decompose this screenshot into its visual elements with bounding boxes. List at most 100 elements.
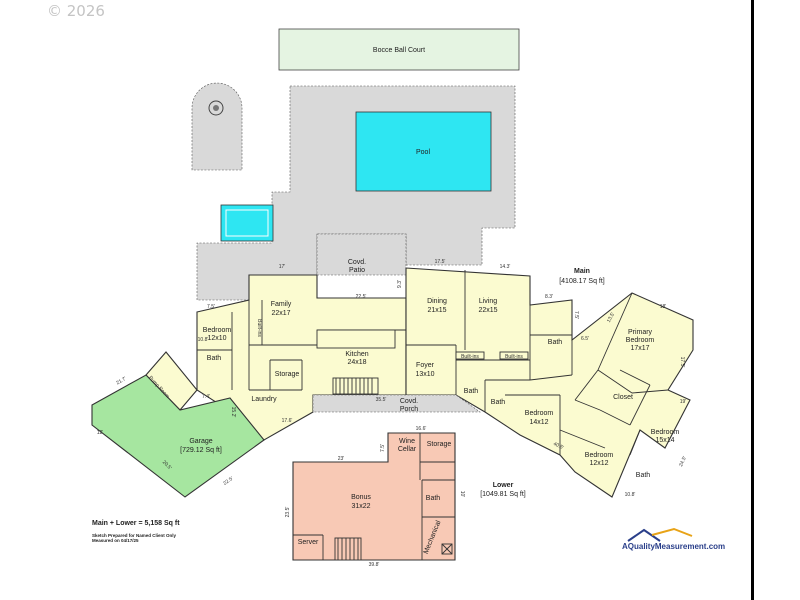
dim-label: 6.5' — [581, 336, 589, 342]
dim-label: 7.4' — [202, 394, 210, 400]
living-name: Living — [479, 298, 497, 305]
main-title: Main — [574, 268, 590, 275]
house-roof-icon — [627, 527, 693, 542]
bedroom-e3-size: 15x14 — [655, 437, 674, 444]
copyright-watermark: © 2026 — [47, 2, 105, 20]
dim-label: 13.5' — [606, 311, 616, 323]
spa — [220, 204, 274, 242]
total-area: Main + Lower = 5,158 Sq ft — [92, 520, 180, 527]
server-label: Server — [298, 539, 319, 546]
dim-label: 40.5' — [552, 441, 564, 451]
dim-label: 23.5' — [285, 507, 291, 518]
dim-label: 12' — [97, 430, 104, 436]
wine-cellar-1: Wine — [399, 438, 415, 445]
main-area: [4108.17 Sq ft] — [559, 278, 605, 285]
bath-lower-label: Bath — [426, 495, 441, 502]
dim-label: 35.5' — [376, 397, 387, 403]
dim-label: 23' — [338, 456, 345, 462]
foyer-size: 13x10 — [415, 371, 434, 378]
bonus-size: 31x22 — [351, 503, 370, 510]
primary-name-2: Bedroom — [626, 337, 655, 344]
dim-label: 9.3' — [397, 280, 403, 288]
foyer-name: Foyer — [416, 362, 435, 369]
bedroom-e3-name: Bedroom — [651, 429, 680, 436]
page-border — [751, 0, 754, 600]
company-logo: AQualityMeasurement.com — [622, 527, 725, 565]
family-size: 22x17 — [271, 310, 290, 317]
patio-name: Covd. — [348, 259, 366, 266]
kitchen-name: Kitchen — [345, 351, 368, 358]
garage-area: [729.12 Sq ft] — [180, 447, 222, 454]
dim-label: 39.8' — [369, 562, 380, 568]
family-name: Family — [271, 301, 292, 308]
dim-label: 18' — [660, 304, 667, 310]
bath-w-label: Bath — [207, 355, 222, 362]
primary-name-1: Primary — [628, 329, 653, 336]
bedroom-e1-name: Bedroom — [525, 410, 554, 417]
sketch-line-2: Measured on 04/17/25 — [92, 538, 139, 543]
sketch-line-1: Sketch Prepared for Named Client Only — [92, 533, 177, 538]
bonus-name: Bonus — [351, 494, 371, 501]
closet-label: Closet — [613, 394, 633, 401]
fountain-icon — [208, 100, 224, 116]
dim-label: 24.5' — [678, 455, 688, 467]
built-ins-1: Built-ins — [461, 354, 479, 360]
dim-label: 10.8' — [625, 492, 636, 498]
east-walls — [406, 270, 669, 456]
pool — [355, 111, 492, 192]
dining-name: Dining — [427, 298, 447, 305]
bedroom-w-name: Bedroom — [203, 327, 232, 334]
dim-label: 15.2' — [230, 407, 236, 418]
built-ins-2: Built-ins — [505, 354, 523, 360]
dim-label: 10.8' — [198, 337, 209, 343]
covered-porch — [312, 394, 481, 413]
bedroom-e1-size: 14x12 — [529, 419, 548, 426]
lower-floor — [292, 432, 456, 561]
bedroom-e2-name: Bedroom — [585, 452, 614, 459]
dim-label: 22.5' — [356, 294, 367, 300]
bath-mid-label: Bath — [491, 399, 506, 406]
logo-text: AQualityMeasurement.com — [622, 542, 726, 551]
pool-label: Pool — [416, 149, 430, 156]
dim-label: 22.5' — [222, 476, 234, 487]
sketch-note: Sketch Prepared for Named Client Only Me… — [92, 533, 176, 543]
storage-lower-label: Storage — [427, 441, 452, 448]
bocce-court-label: Bocce Ball Court — [373, 47, 425, 54]
lower-walls — [293, 433, 455, 561]
laundry-label: Laundry — [251, 396, 277, 403]
dim-label: 17.5' — [435, 259, 446, 265]
bocce-court — [278, 28, 520, 71]
bedroom-w-size: 12x10 — [207, 335, 226, 342]
porch-sub: Porch — [400, 406, 418, 413]
main-floor-east — [405, 267, 694, 498]
dim-label: 7.5' — [207, 304, 215, 310]
primary-size: 17x17 — [630, 345, 649, 352]
dim-label: 17' — [279, 264, 286, 270]
lower-area: [1049.81 Sq ft] — [480, 491, 526, 498]
dim-label: 21.7' — [115, 376, 127, 387]
covered-patio — [316, 233, 407, 276]
garage — [91, 374, 265, 498]
kitchen-size: 24x18 — [347, 359, 366, 366]
bath-foyer-label: Bath — [464, 388, 479, 395]
dim-label: 14.3' — [500, 264, 511, 270]
storage-main-label: Storage — [275, 371, 300, 378]
dim-label: 17.6' — [282, 418, 293, 424]
porch-name: Covd. — [400, 398, 418, 405]
lower-title: Lower — [493, 482, 514, 489]
fountain-pad — [191, 82, 243, 171]
built-ins-family: Built-ins — [256, 319, 262, 337]
bedroom-e2-size: 12x12 — [589, 460, 608, 467]
west-walls — [197, 300, 406, 395]
wine-cellar-2: Cellar — [398, 446, 417, 453]
dim-label: 16.6' — [416, 426, 427, 432]
dim-label: 17.5' — [679, 357, 685, 368]
dim-label: 7.5' — [380, 444, 386, 452]
patio-sub: Patio — [349, 267, 365, 274]
bath-e-label: Bath — [636, 472, 651, 479]
dim-label: 19' — [680, 399, 687, 405]
bath-primary-label: Bath — [548, 339, 563, 346]
garage-name: Garage — [189, 438, 212, 445]
dim-label: 8.3' — [545, 294, 553, 300]
